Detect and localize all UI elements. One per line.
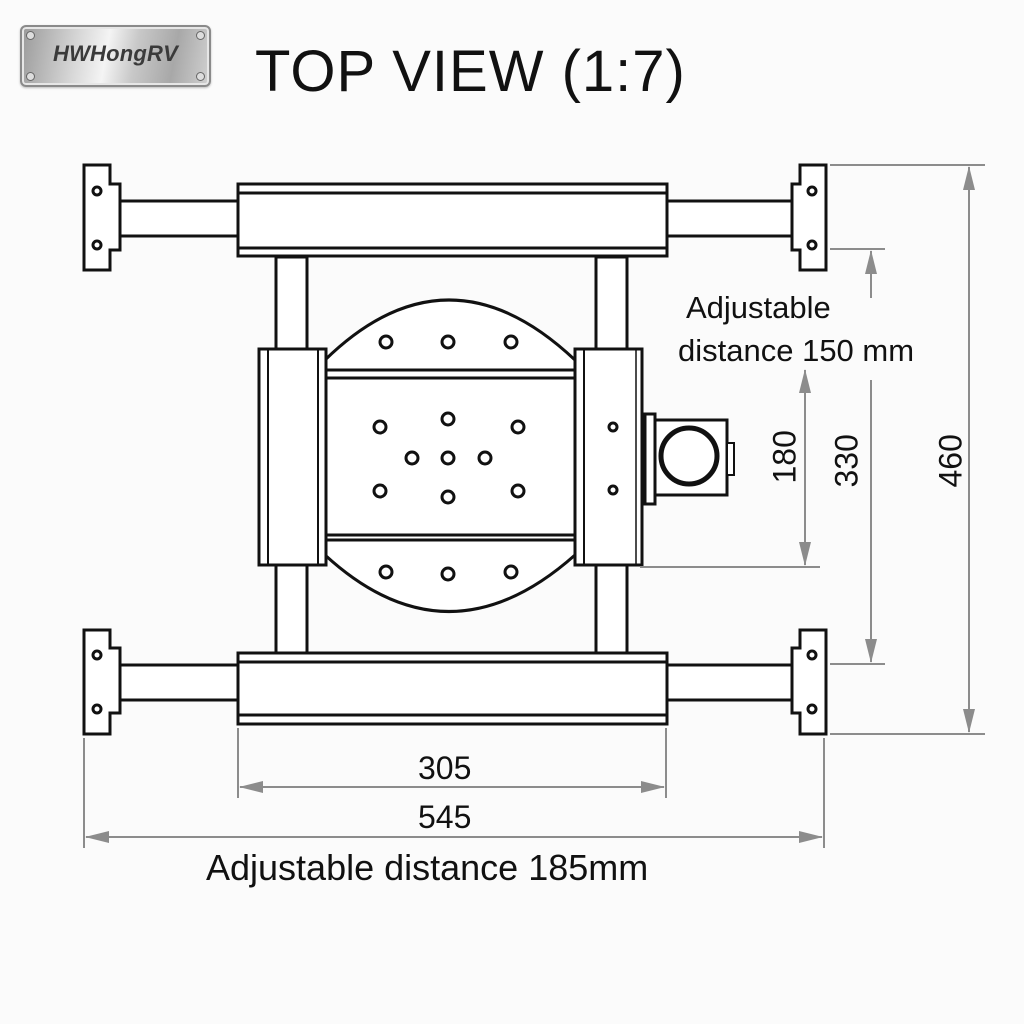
adjustable-label-bottom: Adjustable distance 185mm [206, 847, 649, 888]
crossbar-bottom [118, 651, 794, 726]
screw-icon [26, 31, 35, 40]
dim-label-545: 545 [418, 799, 472, 835]
mount-bracket-bottom-left [82, 628, 122, 736]
mount-bracket-top-left [82, 163, 122, 272]
lock-knob [643, 412, 735, 506]
turntable-plate [323, 298, 577, 613]
dim-label-305: 305 [418, 750, 472, 786]
crossbar-top [118, 182, 794, 258]
adjustable-label-right-line1: Adjustable [686, 290, 831, 325]
brand-logo-plate: HWHongRV [20, 25, 211, 87]
dimension-lines [83, 164, 985, 848]
slide-block-right [573, 347, 644, 567]
mount-bracket-bottom-right [790, 628, 828, 736]
page-title: TOP VIEW (1:7) [255, 39, 686, 104]
dim-label-460: 460 [932, 434, 969, 488]
screw-icon [26, 72, 35, 81]
dim-label-330: 330 [828, 434, 865, 488]
slide-block-left [257, 347, 328, 567]
dim-label-180: 180 [766, 430, 803, 484]
mount-bracket-top-right [790, 163, 828, 272]
screw-icon [196, 72, 205, 81]
screw-icon [196, 31, 205, 40]
brand-name: HWHongRV [52, 41, 179, 66]
adjustable-label-right-line2: distance 150 mm [678, 333, 915, 368]
